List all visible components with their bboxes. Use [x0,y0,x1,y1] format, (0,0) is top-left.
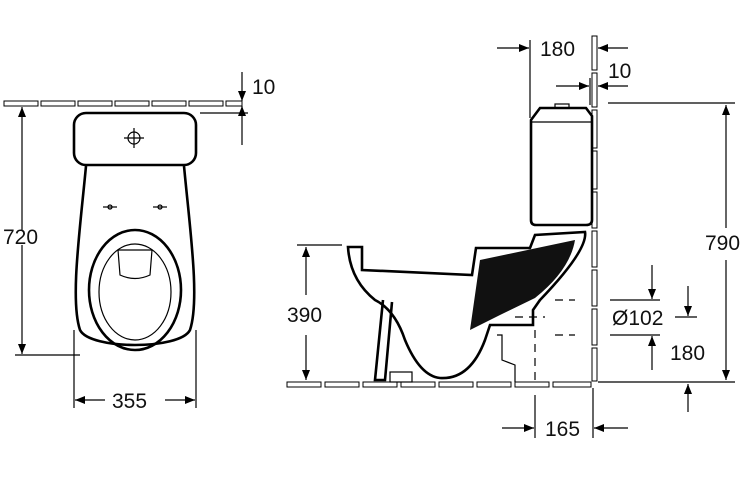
seat-inner [98,243,172,341]
front-wall-tiles [3,100,243,107]
outlet-diameter-label: Ø102 [612,307,663,330]
seat-height-label: 390 [287,304,322,327]
tank-wall-gap-label: 10 [608,60,631,83]
outlet-height-label: 180 [670,342,705,365]
front-height-label: 720 [3,226,38,249]
front-width-label: 355 [112,390,147,413]
side-bowl [346,230,587,380]
bowl-opening [117,249,153,280]
foot [373,299,394,382]
floor-tiles [286,381,592,388]
tank-depth-label: 180 [540,38,575,61]
total-height-label: 790 [705,232,740,255]
front-bowl [74,165,196,347]
outlet-centerlines [515,299,575,382]
outlet-wall-label: 165 [545,418,580,441]
seat-outer [87,228,183,352]
front-wall-gap-label: 10 [252,76,275,99]
front-view: 10 720 355 [3,72,275,413]
front-tank [72,111,198,167]
trapway-section [470,240,575,330]
side-view: 390 180 10 790 Ø102 180 165 [286,35,740,441]
side-tank [529,106,594,227]
side-flush-button [554,103,570,109]
outlet-leg [497,334,516,382]
fixing-points [103,204,167,210]
